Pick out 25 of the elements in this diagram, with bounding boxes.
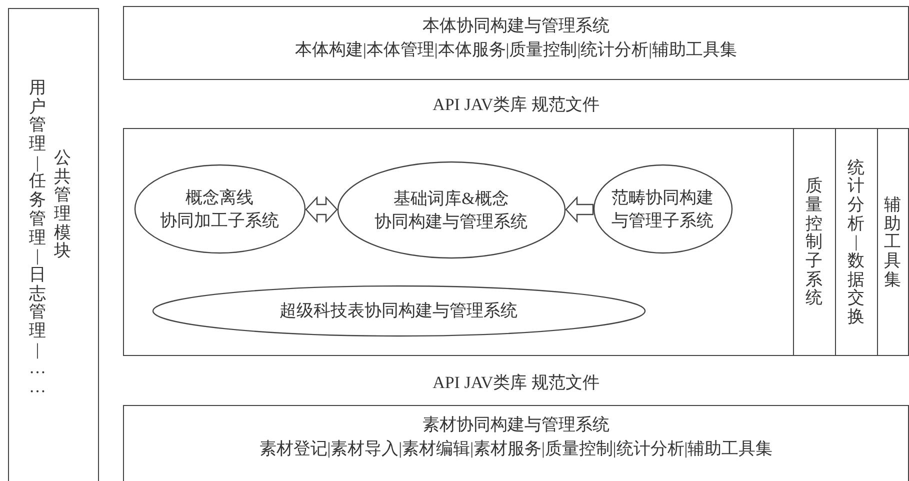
block-arrow	[305, 196, 338, 224]
function-list: 本体构建|本体管理|本体服务|质量控制|统计分析|辅助工具集	[124, 39, 908, 61]
module-list: 用户管理|任务管理|日志管理|……	[29, 79, 46, 397]
subsystem-name: 超级科技表协同构建与管理系统	[280, 300, 518, 322]
panel-title: 公共管理模块	[54, 149, 71, 262]
subsystem-ellipse	[592, 164, 733, 254]
function-list: 素材登记|素材导入|素材编辑|素材服务|质量控制|统计分析|辅助工具集	[124, 438, 908, 460]
system-box	[123, 128, 909, 356]
module-panel	[8, 8, 99, 481]
subsystem-name: 统计分析|数据交换	[848, 158, 865, 327]
system-box	[123, 405, 909, 481]
system-box	[123, 6, 909, 80]
system-title: 素材协同构建与管理系统	[422, 414, 610, 436]
subsystem-name: 范畴协同构建与管理子系统	[612, 186, 714, 232]
subsystem-ellipse	[134, 164, 306, 254]
system-title: 本体协同构建与管理系统	[422, 15, 610, 37]
subsystem-ellipse	[336, 160, 566, 259]
subsystem-name: 概念离线协同加工子系统	[160, 186, 280, 232]
interface-label: API JAV类库 规范文件	[432, 94, 600, 116]
interface-label: API JAV类库 规范文件	[432, 372, 600, 394]
block-arrow	[565, 196, 594, 224]
subsystem-name: 辅助工具集	[884, 196, 902, 290]
subsystem-name: 基础词库&概念协同构建与管理系统	[374, 188, 528, 233]
subsystem-name: 质量控制子系统	[806, 177, 823, 308]
subsystem-ellipse	[152, 284, 646, 337]
